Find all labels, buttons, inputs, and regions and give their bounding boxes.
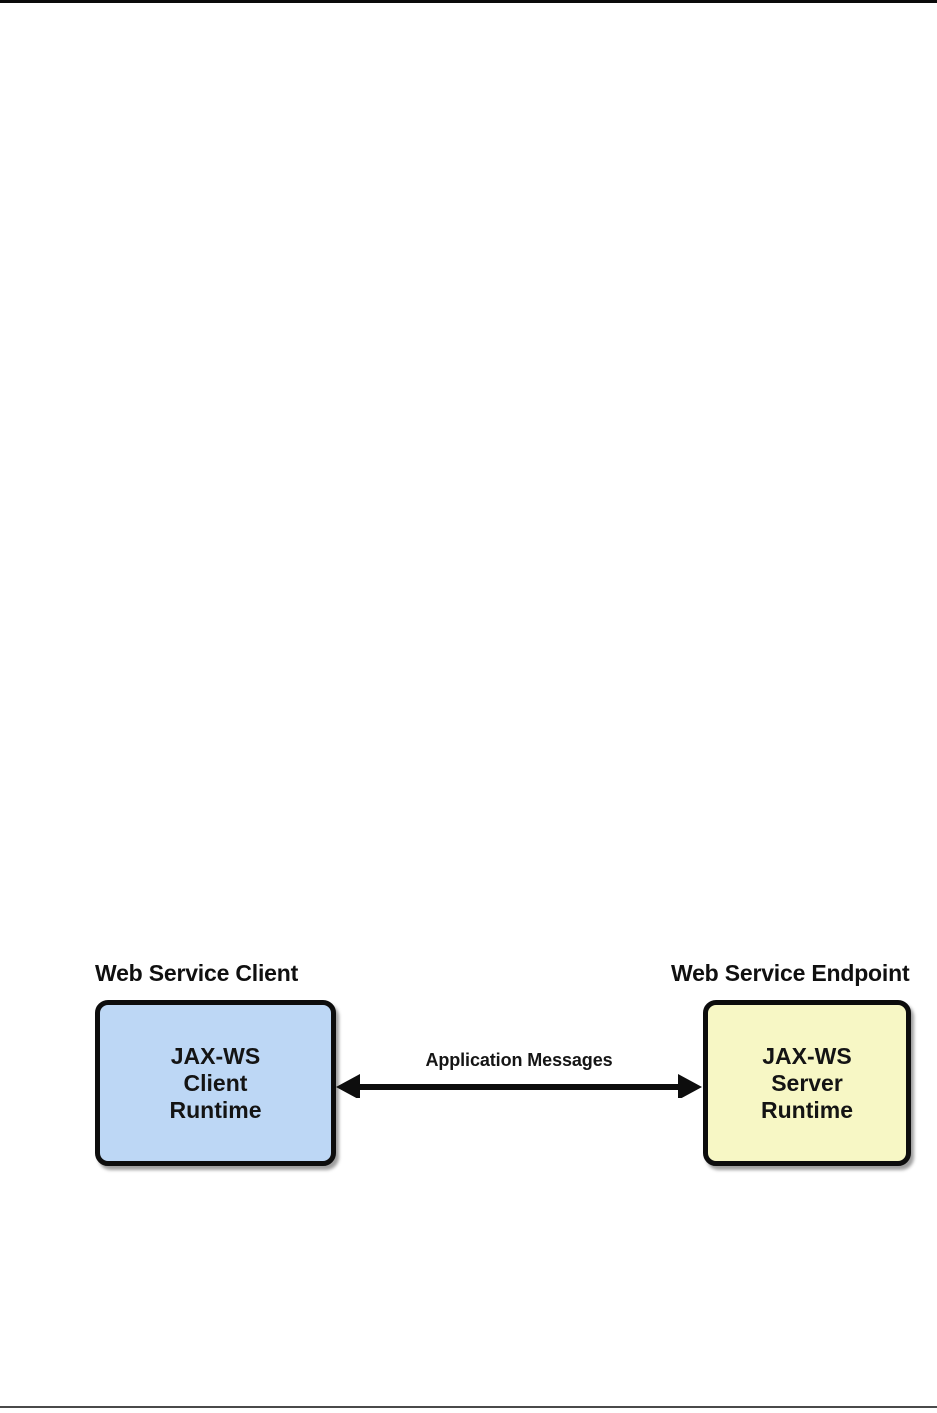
double-headed-arrow-icon <box>336 1074 702 1098</box>
node-line-client-1: JAX-WS <box>170 1042 261 1069</box>
page-bottom-rule <box>0 1406 937 1408</box>
node-line-endpoint-1: JAX-WS <box>762 1042 852 1069</box>
connector-application-messages: Application Messages <box>336 1050 702 1102</box>
node-line-endpoint-2: Server <box>771 1069 843 1096</box>
node-box-web-service-client[interactable]: JAX-WS Client Runtime <box>95 1000 336 1166</box>
page-top-rule <box>0 0 937 3</box>
node-caption-web-service-client: Web Service Client <box>95 960 299 986</box>
node-box-web-service-endpoint[interactable]: JAX-WS Server Runtime <box>703 1000 911 1166</box>
node-line-endpoint-3: Runtime <box>761 1096 853 1123</box>
node-line-client-2: Client <box>183 1069 248 1096</box>
node-line-client-3: Runtime <box>169 1096 262 1123</box>
node-caption-web-service-endpoint: Web Service Endpoint <box>671 960 910 986</box>
connector-label: Application Messages <box>425 1050 613 1070</box>
